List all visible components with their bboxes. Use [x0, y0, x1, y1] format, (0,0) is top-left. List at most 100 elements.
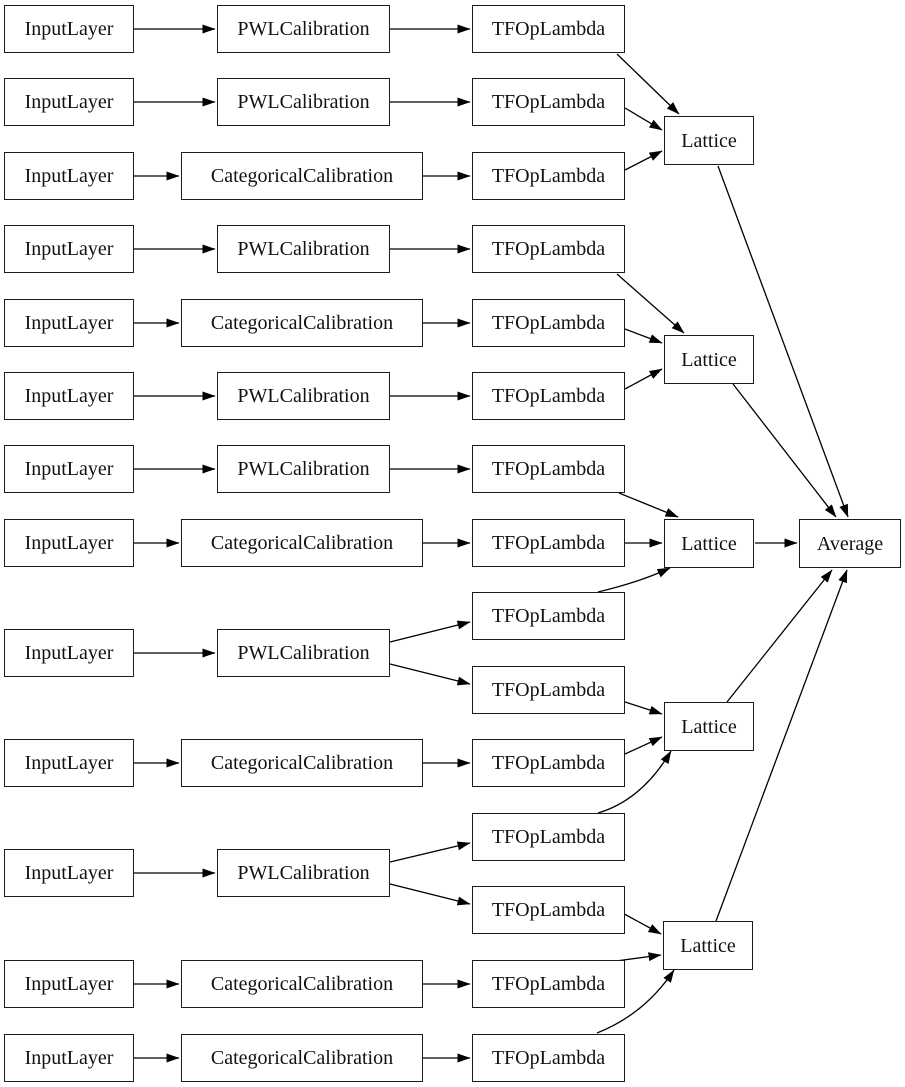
edge-tfop-4-to-lattice-2	[616, 273, 685, 334]
edge-lattice-4-to-average-1	[726, 569, 833, 703]
lattice-node-label: Lattice	[681, 715, 737, 738]
tfop-node-label: TFOpLambda	[491, 18, 606, 40]
input-node-box: InputLayer	[4, 960, 134, 1008]
edge-pwl-6-to-tfop-9	[389, 620, 471, 643]
tfop-node-box: TFOpLambda	[472, 666, 625, 714]
edge-tfop-6-to-lattice-2	[624, 368, 663, 390]
calibration-node-box: CategoricalCalibration	[181, 739, 423, 787]
calibration-node-box: PWLCalibration	[217, 372, 390, 420]
input-node-label: InputLayer	[24, 385, 114, 407]
tfop-node-box: TFOpLambda	[472, 299, 625, 347]
input-node-label: InputLayer	[24, 973, 114, 995]
tfop-node-box: TFOpLambda	[472, 592, 625, 640]
edge-pwl-7-to-tfop-12	[389, 841, 471, 863]
calibration-node-label: CategoricalCalibration	[210, 165, 394, 187]
input-node-label: InputLayer	[24, 458, 114, 480]
average-node-box: Average	[799, 519, 901, 568]
lattice-node-box: Lattice	[663, 921, 753, 970]
calibration-node-box: CategoricalCalibration	[181, 299, 423, 347]
lattice-node-box: Lattice	[664, 335, 754, 384]
input-node-label: InputLayer	[24, 862, 114, 884]
calibration-node-label: PWLCalibration	[237, 91, 370, 113]
input-node-label: InputLayer	[24, 165, 114, 187]
input-node-box: InputLayer	[4, 519, 134, 567]
input-node-box: InputLayer	[4, 299, 134, 347]
tfop-node-box: TFOpLambda	[472, 739, 625, 787]
tfop-node-label: TFOpLambda	[491, 679, 606, 701]
edge-tfop-10-to-lattice-4	[621, 700, 663, 715]
tfop-node-label: TFOpLambda	[491, 91, 606, 113]
calibration-node-box: PWLCalibration	[217, 5, 390, 53]
calibration-node-label: CategoricalCalibration	[210, 752, 394, 774]
input-node-box: InputLayer	[4, 1034, 134, 1082]
input-node-box: InputLayer	[4, 739, 134, 787]
tfop-node-box: TFOpLambda	[472, 152, 625, 200]
input-node-label: InputLayer	[24, 532, 114, 554]
input-node-box: InputLayer	[4, 372, 134, 420]
input-node-box: InputLayer	[4, 629, 134, 677]
lattice-node-label: Lattice	[681, 532, 737, 555]
edge-lattice-5-to-average-1	[715, 569, 848, 922]
input-node-label: InputLayer	[24, 18, 114, 40]
tfop-node-box: TFOpLambda	[472, 5, 625, 53]
calibration-node-label: CategoricalCalibration	[210, 532, 394, 554]
calibration-node-label: PWLCalibration	[237, 458, 370, 480]
calibration-node-box: PWLCalibration	[217, 629, 390, 677]
edge-lattice-2-to-average-1	[732, 383, 837, 518]
tfop-node-label: TFOpLambda	[491, 1047, 606, 1069]
lattice-node-box: Lattice	[664, 519, 754, 568]
edge-group	[134, 24, 849, 1063]
input-node-box: InputLayer	[4, 225, 134, 273]
input-node-label: InputLayer	[24, 312, 114, 334]
calibration-node-label: CategoricalCalibration	[210, 312, 394, 334]
edge-tfop-15-to-lattice-5	[596, 969, 675, 1034]
lattice-node-box: Lattice	[664, 702, 754, 751]
lattice-node-box: Lattice	[664, 116, 754, 165]
tfop-node-label: TFOpLambda	[491, 458, 606, 480]
average-node-label: Average	[816, 532, 884, 555]
lattice-node-label: Lattice	[681, 129, 737, 152]
edge-tfop-12-to-lattice-4	[597, 750, 672, 814]
calibration-node-label: PWLCalibration	[237, 642, 370, 664]
input-node-box: InputLayer	[4, 5, 134, 53]
lattice-node-label: Lattice	[681, 348, 737, 371]
calibration-node-label: CategoricalCalibration	[210, 973, 394, 995]
tfop-node-label: TFOpLambda	[491, 752, 606, 774]
tfop-node-label: TFOpLambda	[491, 165, 606, 187]
edge-tfop-3-to-lattice-1	[624, 150, 663, 171]
input-node-label: InputLayer	[24, 642, 114, 664]
tfop-node-box: TFOpLambda	[472, 1034, 625, 1082]
input-node-label: InputLayer	[24, 1047, 114, 1069]
tfop-node-box: TFOpLambda	[472, 886, 625, 934]
calibration-node-box: PWLCalibration	[217, 225, 390, 273]
tfop-node-label: TFOpLambda	[491, 899, 606, 921]
tfop-node-label: TFOpLambda	[491, 973, 606, 995]
calibration-node-box: CategoricalCalibration	[181, 960, 423, 1008]
tfop-node-box: TFOpLambda	[472, 78, 625, 126]
tfop-node-box: TFOpLambda	[472, 225, 625, 273]
input-node-box: InputLayer	[4, 78, 134, 126]
edge-tfop-1-to-lattice-1	[616, 53, 680, 115]
calibration-node-label: PWLCalibration	[237, 385, 370, 407]
tfop-node-box: TFOpLambda	[472, 813, 625, 861]
edge-lattice-1-to-average-1	[717, 165, 849, 518]
edge-pwl-6-to-tfop-10	[389, 663, 471, 686]
tfop-node-label: TFOpLambda	[491, 532, 606, 554]
lattice-node-label: Lattice	[680, 934, 736, 957]
calibration-node-box: CategoricalCalibration	[181, 152, 423, 200]
calibration-node-label: PWLCalibration	[237, 238, 370, 260]
input-node-box: InputLayer	[4, 849, 134, 897]
calibration-node-box: CategoricalCalibration	[181, 519, 423, 567]
tfop-node-label: TFOpLambda	[491, 826, 606, 848]
calibration-node-box: PWLCalibration	[217, 849, 390, 897]
input-node-label: InputLayer	[24, 238, 114, 260]
edge-tfop-7-to-lattice-3	[618, 492, 679, 518]
tfop-node-label: TFOpLambda	[491, 238, 606, 260]
calibration-node-box: PWLCalibration	[217, 78, 390, 126]
tfop-node-box: TFOpLambda	[472, 519, 625, 567]
edge-tfop-2-to-lattice-1	[624, 107, 663, 131]
edge-tfop-11-to-lattice-4	[624, 736, 663, 755]
calibration-node-label: PWLCalibration	[237, 862, 370, 884]
